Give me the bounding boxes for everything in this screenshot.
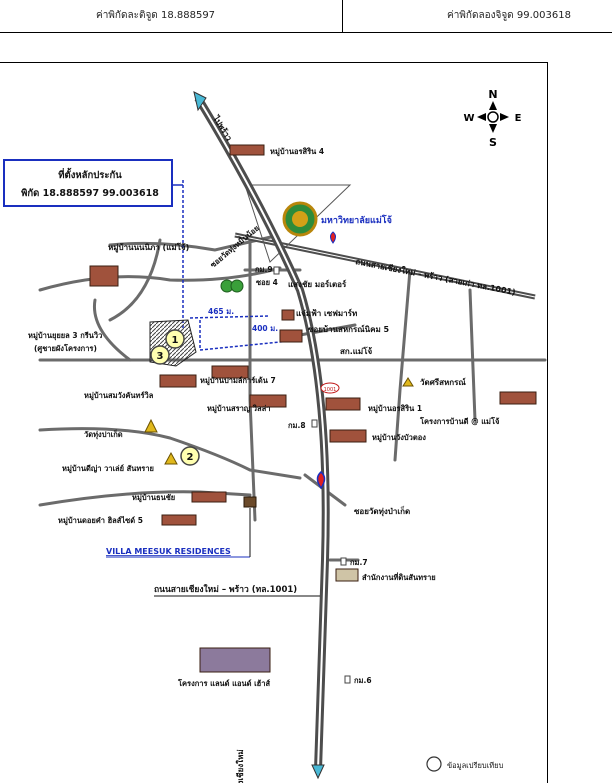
- label-dee-ya[interactable]: หมู่บ้านดีญ่า วาเล่ย์ สันทราย: [62, 464, 154, 474]
- compass-s: S: [489, 136, 497, 149]
- compass-e: E: [515, 113, 522, 124]
- label-yuyen-sub: (ศูชายผังโครงการ): [34, 343, 97, 354]
- house-icon-orasirin1: [325, 397, 361, 411]
- label-land-office[interactable]: สำนักงานที่ดินสันทราย: [362, 571, 436, 582]
- label-chaeng-fa[interactable]: แจ่มฟ้า เซฟมาร์ท: [296, 308, 357, 318]
- legend-circle-icon: [426, 756, 442, 772]
- compass-n: N: [488, 88, 497, 101]
- temple-icon-dee-ya: [164, 451, 178, 465]
- house-icon-bandee: [499, 391, 537, 405]
- house-icon-chaeng-fa: [281, 309, 295, 321]
- km7-label: กม.7: [350, 558, 368, 567]
- road-label-1001: ถนนสายเชียงใหม่ – พร้าว (ทล.1001): [154, 584, 297, 595]
- compass-rose-icon: N S W E: [463, 88, 521, 149]
- label-thanachai[interactable]: หมู่บ้านธนชัย: [132, 493, 175, 503]
- house-icon-somwang: [159, 374, 197, 388]
- arrow-to-chiangmai-icon: [311, 764, 325, 780]
- temple-icon-thung-pa-koet: [144, 418, 158, 433]
- shield-label: 1001: [324, 387, 337, 393]
- house-icon-orasirin4: [229, 144, 265, 156]
- label-sarin-villa[interactable]: หมู่บ้านสราญ วิลล่า: [207, 404, 270, 414]
- temple-icon-si-sahakorn: [402, 377, 414, 387]
- longitude-label: ค่าพิกัดลองจิจูด 99.003618: [447, 10, 571, 21]
- callout-title: ที่ตั้งหลักประกัน: [58, 167, 122, 181]
- label-orasirin1[interactable]: หมู่บ้านอรสิริน 1: [368, 404, 422, 414]
- latitude-label: ค่าพิกัดละติจูด 18.888597: [96, 10, 216, 21]
- km8-label: กม.8: [288, 421, 306, 430]
- road-label-to-chiangmai: เข้าเมืองเชียงใหม่: [235, 749, 245, 783]
- road-label-pa-koet: ซอยวัดทุ่งป่าเก็ด: [354, 505, 410, 517]
- label-saengchai[interactable]: แสงชัย มอร์เตอร์: [288, 279, 347, 289]
- distance-465: 465 ม.: [208, 307, 234, 316]
- label-nonnipa[interactable]: หมู่บ้านนนนิภา (แม่โจ้): [108, 242, 189, 253]
- subject-callout: ที่ตั้งหลักประกัน พิกัด 18.888597 99.003…: [3, 159, 183, 207]
- label-maejo-university[interactable]: มหาวิทยาลัยแม่โจ้: [321, 214, 392, 226]
- gas-station-icon: [330, 231, 336, 244]
- road-label-sahakorn: ซอยบ้านสหกรณ์นิคม 5: [308, 324, 390, 334]
- label-pam[interactable]: หมู่บ้านปามล์การ์เด้น 7: [200, 376, 276, 386]
- coordinate-header: ค่าพิกัดละติจูด 18.888597 ค่าพิกัดลองจิจ…: [0, 0, 612, 33]
- marker-1-label: 1: [172, 335, 179, 346]
- house-icon-land-office: [335, 568, 359, 582]
- marker-3-label: 3: [157, 351, 164, 362]
- label-somwang[interactable]: หมู่บ้านสมวังคันทร์วิล: [84, 391, 154, 401]
- label-orasirin4[interactable]: หมู่บ้านอรสิริน 4: [270, 147, 324, 157]
- road-loop: [92, 298, 132, 362]
- label-yuyen[interactable]: หมู่บ้านยุยยล 3 กรีนวิว: [28, 331, 102, 341]
- km-posts: [273, 266, 351, 684]
- label-doikham[interactable]: หมู่บ้านดอยคำ ฮิลส์ไซด์ 5: [58, 515, 143, 526]
- label-villa-meesuk[interactable]: VILLA MEESUK RESIDENCES: [106, 547, 231, 556]
- header-divider: [342, 0, 343, 32]
- marker-3[interactable]: 3: [150, 345, 170, 365]
- marker-1[interactable]: 1: [165, 329, 185, 349]
- house-icon-nonnipa: [89, 265, 119, 287]
- compass-w: W: [463, 113, 474, 124]
- label-wat-si-sahakorn[interactable]: วัดศรีสหกรณ์: [420, 377, 466, 387]
- callout-coords: พิกัด 18.888597 99.003618: [21, 188, 159, 199]
- label-wat-thung-pa-koet[interactable]: วัดทุ่งปาเก็ด: [84, 429, 123, 439]
- road-label-old: ถนนสายเชียงใหม่ - พร้าว (สายเก่า ทล.1001…: [355, 256, 517, 297]
- marker-2[interactable]: 2: [180, 446, 200, 466]
- road-loop-left: [108, 238, 162, 322]
- house-icon-sahakorn: [279, 329, 303, 343]
- tree-icon-university: [220, 279, 244, 293]
- villa-meesuk-icon: [243, 496, 257, 508]
- road-chiangmai-phrao-old: [234, 232, 536, 300]
- university-seal-icon: [282, 201, 318, 237]
- km9-label: กม.9: [255, 265, 273, 274]
- house-icon-wang-bua: [329, 429, 367, 443]
- house-icon-land-house: [199, 647, 271, 673]
- road-label-thung-muen-noi: ซอยวัดทุ่งหมื่นน้อย: [207, 222, 261, 269]
- road-west-lower: [38, 427, 302, 480]
- label-project-bandee[interactable]: โครงการบ้านดี @ แม่โจ้: [419, 416, 499, 426]
- km6-label: กม.6: [354, 676, 372, 685]
- road-west-curve: [38, 266, 282, 292]
- label-sokor-maejo[interactable]: สก.แม่โจ้: [340, 346, 372, 356]
- highway-1001: [194, 95, 330, 771]
- distance-400: 400 ม.: [252, 324, 278, 333]
- label-land-and-house[interactable]: โครงการ แลนด์ แอนด์ เฮ้าส์: [177, 678, 270, 688]
- arrow-to-phrao-icon: [193, 91, 207, 112]
- highway-shield-icon: 1001: [320, 382, 340, 394]
- house-icon-doikham: [161, 514, 197, 526]
- road-label-soi4: ซอย 4: [256, 278, 278, 287]
- house-icon-thanachai: [191, 491, 227, 503]
- map-frame: [0, 62, 548, 783]
- marker-2-label: 2: [187, 452, 194, 463]
- minor-roads: [38, 234, 547, 562]
- house-icon-sarin: [249, 394, 287, 408]
- gas-station-icon-2: [316, 471, 326, 490]
- legend-compare-label: ข้อมูลเปรียบเทียบ: [447, 761, 504, 770]
- house-icon-pam: [211, 365, 249, 379]
- distance-lines: [182, 180, 301, 351]
- road-east-right: [468, 288, 477, 422]
- label-wang-bua-tong[interactable]: หมู่บ้านวังบัวตอง: [372, 433, 426, 443]
- legend: ข้อมูลเปรียบเทียบ: [426, 756, 504, 772]
- road-nonnipa: [108, 234, 277, 252]
- road-east-long: [393, 268, 412, 462]
